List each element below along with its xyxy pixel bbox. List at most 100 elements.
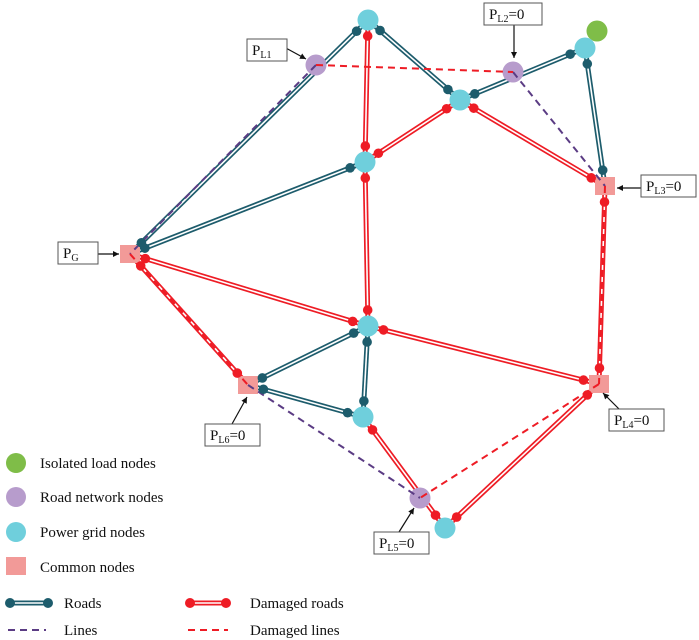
arrow-head (603, 393, 610, 400)
label-text: PL1 (252, 43, 271, 61)
damaged-road-endpoint (430, 510, 441, 520)
label-pl1: PL1 (246, 38, 307, 62)
legend-road-label: Roads (64, 596, 102, 612)
label-text: PG (63, 246, 79, 264)
damaged-power-line (598, 185, 606, 385)
damaged-road-endpoint (451, 512, 462, 522)
edges-layer (128, 18, 608, 530)
road-inner (247, 325, 369, 386)
arrow-head (113, 251, 119, 257)
damaged-road-endpoint (367, 425, 378, 435)
road-endpoint (359, 396, 369, 406)
legend-common-node-label: Common nodes (40, 560, 135, 576)
legend-isolated-label: Isolated load nodes (40, 456, 156, 472)
road-endpoint (443, 84, 453, 95)
damaged-road-endpoint (594, 363, 605, 373)
damaged-road-endpoint (441, 103, 452, 114)
legend-isolated-swatch (6, 453, 26, 473)
damaged-road-endpoint (578, 375, 589, 385)
damaged-road-endpoint (468, 103, 479, 113)
power-line (512, 71, 606, 187)
road-endpoint (257, 373, 268, 383)
road-endpoint (342, 407, 353, 418)
legend-road-node-swatch (6, 487, 26, 507)
legend-road-swatch (5, 598, 53, 608)
label-pl2: PL2=0 (483, 2, 543, 58)
damaged-road-endpoint (373, 148, 384, 159)
damaged-road-endpoint (347, 316, 358, 327)
label-box (608, 408, 665, 432)
legend-line-label: Lines (64, 623, 97, 639)
power-grid-node (357, 315, 379, 337)
label-text: PL4=0 (614, 413, 649, 431)
damaged-road-inner (364, 161, 369, 327)
road-endpoint (565, 49, 576, 59)
label-pl6: PL6=0 (204, 396, 261, 447)
legend: Isolated load nodes Road network nodes P… (5, 453, 344, 639)
label-box (640, 174, 697, 198)
legend-power-node-swatch (6, 522, 26, 542)
label-pg: PG (57, 241, 119, 265)
damaged-road-endpoint (360, 173, 371, 183)
legend-power-node-label: Power grid nodes (40, 525, 145, 541)
legend-damaged-road-label: Damaged roads (250, 596, 344, 612)
arrow-head (299, 53, 306, 59)
road-endpoint (597, 165, 608, 175)
road-endpoint (351, 26, 362, 37)
damaged-road-endpoint (599, 197, 610, 207)
label-text: PL3=0 (646, 179, 681, 197)
label-box (483, 2, 543, 26)
damaged-power-line (315, 64, 514, 73)
power-grid-node (434, 517, 456, 539)
power-line (247, 384, 421, 499)
damaged-road-inner (362, 416, 446, 529)
damaged-road-endpoint (582, 390, 593, 400)
damaged-road-endpoint (140, 253, 151, 264)
label-pl5: PL5=0 (373, 507, 430, 555)
legend-damaged-line-label: Damaged lines (250, 623, 340, 639)
label-box (204, 423, 261, 447)
damaged-road-inner (459, 99, 606, 187)
power-grid-node (352, 406, 374, 428)
label-pl3: PL3=0 (617, 174, 697, 198)
road-endpoint (582, 59, 593, 69)
label-box (57, 241, 99, 265)
label-text: PL5=0 (379, 536, 414, 554)
nodes-layer (120, 9, 615, 539)
damaged-road-endpoint (360, 141, 371, 151)
road-endpoint (348, 328, 359, 338)
damaged-road-endpoint (232, 368, 243, 378)
damaged-road-inner (364, 19, 369, 163)
damaged-road-inner (367, 325, 600, 385)
label-text: PL2=0 (489, 7, 524, 25)
arrow-head (241, 397, 247, 404)
power-grid-node (449, 89, 471, 111)
road-endpoint (362, 337, 372, 347)
label-pl4: PL4=0 (602, 392, 665, 432)
power-line (129, 64, 317, 255)
legend-road-node-label: Road network nodes (40, 490, 163, 506)
label-text: PL6=0 (210, 428, 245, 446)
damaged-power-line (419, 383, 600, 499)
damaged-road-endpoint (586, 173, 597, 183)
power-grid-node (357, 9, 379, 31)
damaged-road-inner (129, 253, 369, 327)
isolated-load-node (586, 20, 608, 42)
road-endpoint (375, 25, 385, 36)
legend-common-node-swatch (6, 557, 26, 575)
label-box (246, 38, 288, 62)
road-endpoint (140, 243, 150, 253)
road-inner (584, 47, 606, 187)
damaged-road-endpoint (362, 31, 373, 41)
damaged-road-endpoint (362, 305, 373, 315)
arrow-head (511, 52, 517, 58)
road-inner (129, 161, 366, 255)
damaged-road-endpoint (135, 261, 146, 271)
power-grid-node (574, 37, 596, 59)
power-grid-node (354, 151, 376, 173)
damaged-road-inner (444, 383, 600, 529)
legend-damaged-road-swatch (185, 598, 231, 608)
road-endpoint (345, 163, 355, 173)
